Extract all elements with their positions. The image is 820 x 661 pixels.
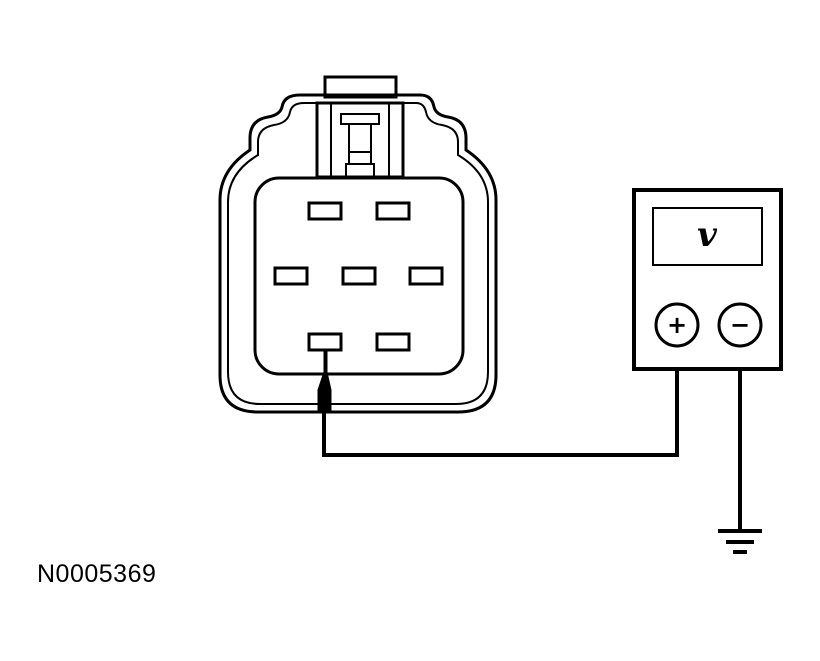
pin-cavity (375, 332, 411, 352)
positive-terminal-label: + (667, 311, 687, 339)
connector-latch-arm (340, 113, 380, 125)
ground-icon (718, 529, 762, 554)
positive-terminal (654, 302, 700, 348)
positive-test-lead (322, 346, 679, 457)
voltmeter-display (652, 207, 763, 266)
voltmeter: v + − (632, 188, 783, 371)
connector-pin-face (253, 176, 465, 376)
connector-inner-shell (227, 102, 489, 405)
pin-cavity (307, 201, 343, 221)
connector (218, 75, 498, 414)
figure-id-label: N0005369 (37, 560, 157, 588)
pin-cavity (341, 266, 377, 286)
connector-outer-shell (218, 93, 498, 414)
back-probe (317, 349, 332, 411)
pin-cavity (273, 266, 309, 286)
pin-cavity (408, 266, 444, 286)
negative-terminal (717, 302, 763, 348)
voltmeter-display-symbol: v (697, 215, 718, 255)
pin-cavity (375, 201, 411, 221)
negative-terminal-label: − (730, 311, 750, 339)
connector-lock-tab (323, 75, 398, 99)
